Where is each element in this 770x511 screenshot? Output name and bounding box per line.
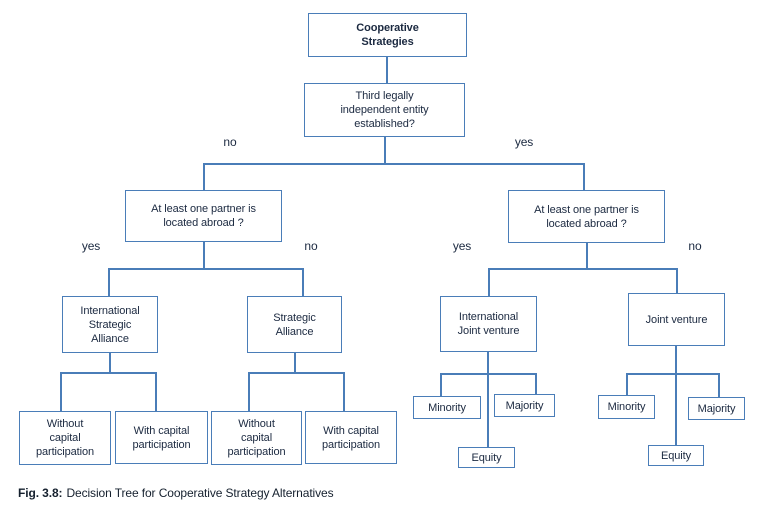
- connector-line: [487, 373, 489, 447]
- connector-line: [343, 372, 345, 411]
- connector-line: [586, 243, 588, 268]
- connector-line: [248, 372, 344, 374]
- node-cooperative-strategies: Cooperative Strategies: [308, 13, 467, 57]
- edge-label-left-no: no: [304, 239, 318, 253]
- connector-line: [203, 163, 584, 165]
- connector-line: [386, 57, 388, 83]
- connector-line: [675, 373, 677, 445]
- connector-line: [675, 346, 677, 373]
- edge-label-entity-yes: yes: [514, 135, 534, 149]
- connector-line: [248, 372, 250, 411]
- connector-line: [60, 372, 62, 411]
- node-international-strategic-alliance: International Strategic Alliance: [62, 296, 158, 353]
- connector-line: [60, 372, 156, 374]
- connector-line: [440, 373, 442, 396]
- edge-label-entity-no: no: [223, 135, 237, 149]
- connector-line: [626, 373, 628, 395]
- edge-label-right-yes: yes: [452, 239, 472, 253]
- node-partner-abroad-question-right: At least one partner is located abroad ?: [508, 190, 665, 243]
- node-partner-abroad-question-left: At least one partner is located abroad ?: [125, 190, 282, 242]
- connector-line: [384, 137, 386, 163]
- connector-line: [440, 373, 537, 375]
- connector-line: [676, 268, 678, 293]
- edge-label-right-no: no: [688, 239, 702, 253]
- node-equity-2: Equity: [648, 445, 704, 466]
- connector-line: [488, 268, 678, 270]
- connector-line: [203, 242, 205, 268]
- node-majority-1: Majority: [494, 394, 555, 417]
- connector-line: [203, 163, 205, 190]
- connector-line: [583, 163, 585, 190]
- node-equity-1: Equity: [458, 447, 515, 468]
- connector-line: [108, 268, 304, 270]
- node-with-capital-participation-2: With capital participation: [305, 411, 397, 464]
- connector-line: [108, 268, 110, 296]
- node-majority-2: Majority: [688, 397, 745, 420]
- connector-line: [488, 268, 490, 296]
- node-minority-2: Minority: [598, 395, 655, 419]
- node-international-joint-venture: International Joint venture: [440, 296, 537, 352]
- connector-line: [487, 352, 489, 373]
- connector-line: [535, 373, 537, 395]
- edge-label-left-yes: yes: [81, 239, 101, 253]
- connector-line: [109, 353, 111, 372]
- connector-line: [155, 372, 157, 411]
- node-without-capital-participation-2: Without capital participation: [211, 411, 302, 465]
- node-third-entity-question: Third legally independent entity establi…: [304, 83, 465, 137]
- connector-line: [302, 268, 304, 296]
- node-strategic-alliance: Strategic Alliance: [247, 296, 342, 353]
- node-with-capital-participation-1: With capital participation: [115, 411, 208, 464]
- figure-caption: Fig. 3.8:Decision Tree for Cooperative S…: [18, 486, 334, 500]
- connector-line: [718, 373, 720, 397]
- node-minority-1: Minority: [413, 396, 481, 419]
- connector-line: [294, 353, 296, 372]
- node-without-capital-participation-1: Without capital participation: [19, 411, 111, 465]
- figure-caption-text: Decision Tree for Cooperative Strategy A…: [66, 486, 334, 500]
- figure-caption-number: Fig. 3.8:: [18, 486, 63, 500]
- connector-line: [626, 373, 720, 375]
- node-joint-venture: Joint venture: [628, 293, 725, 346]
